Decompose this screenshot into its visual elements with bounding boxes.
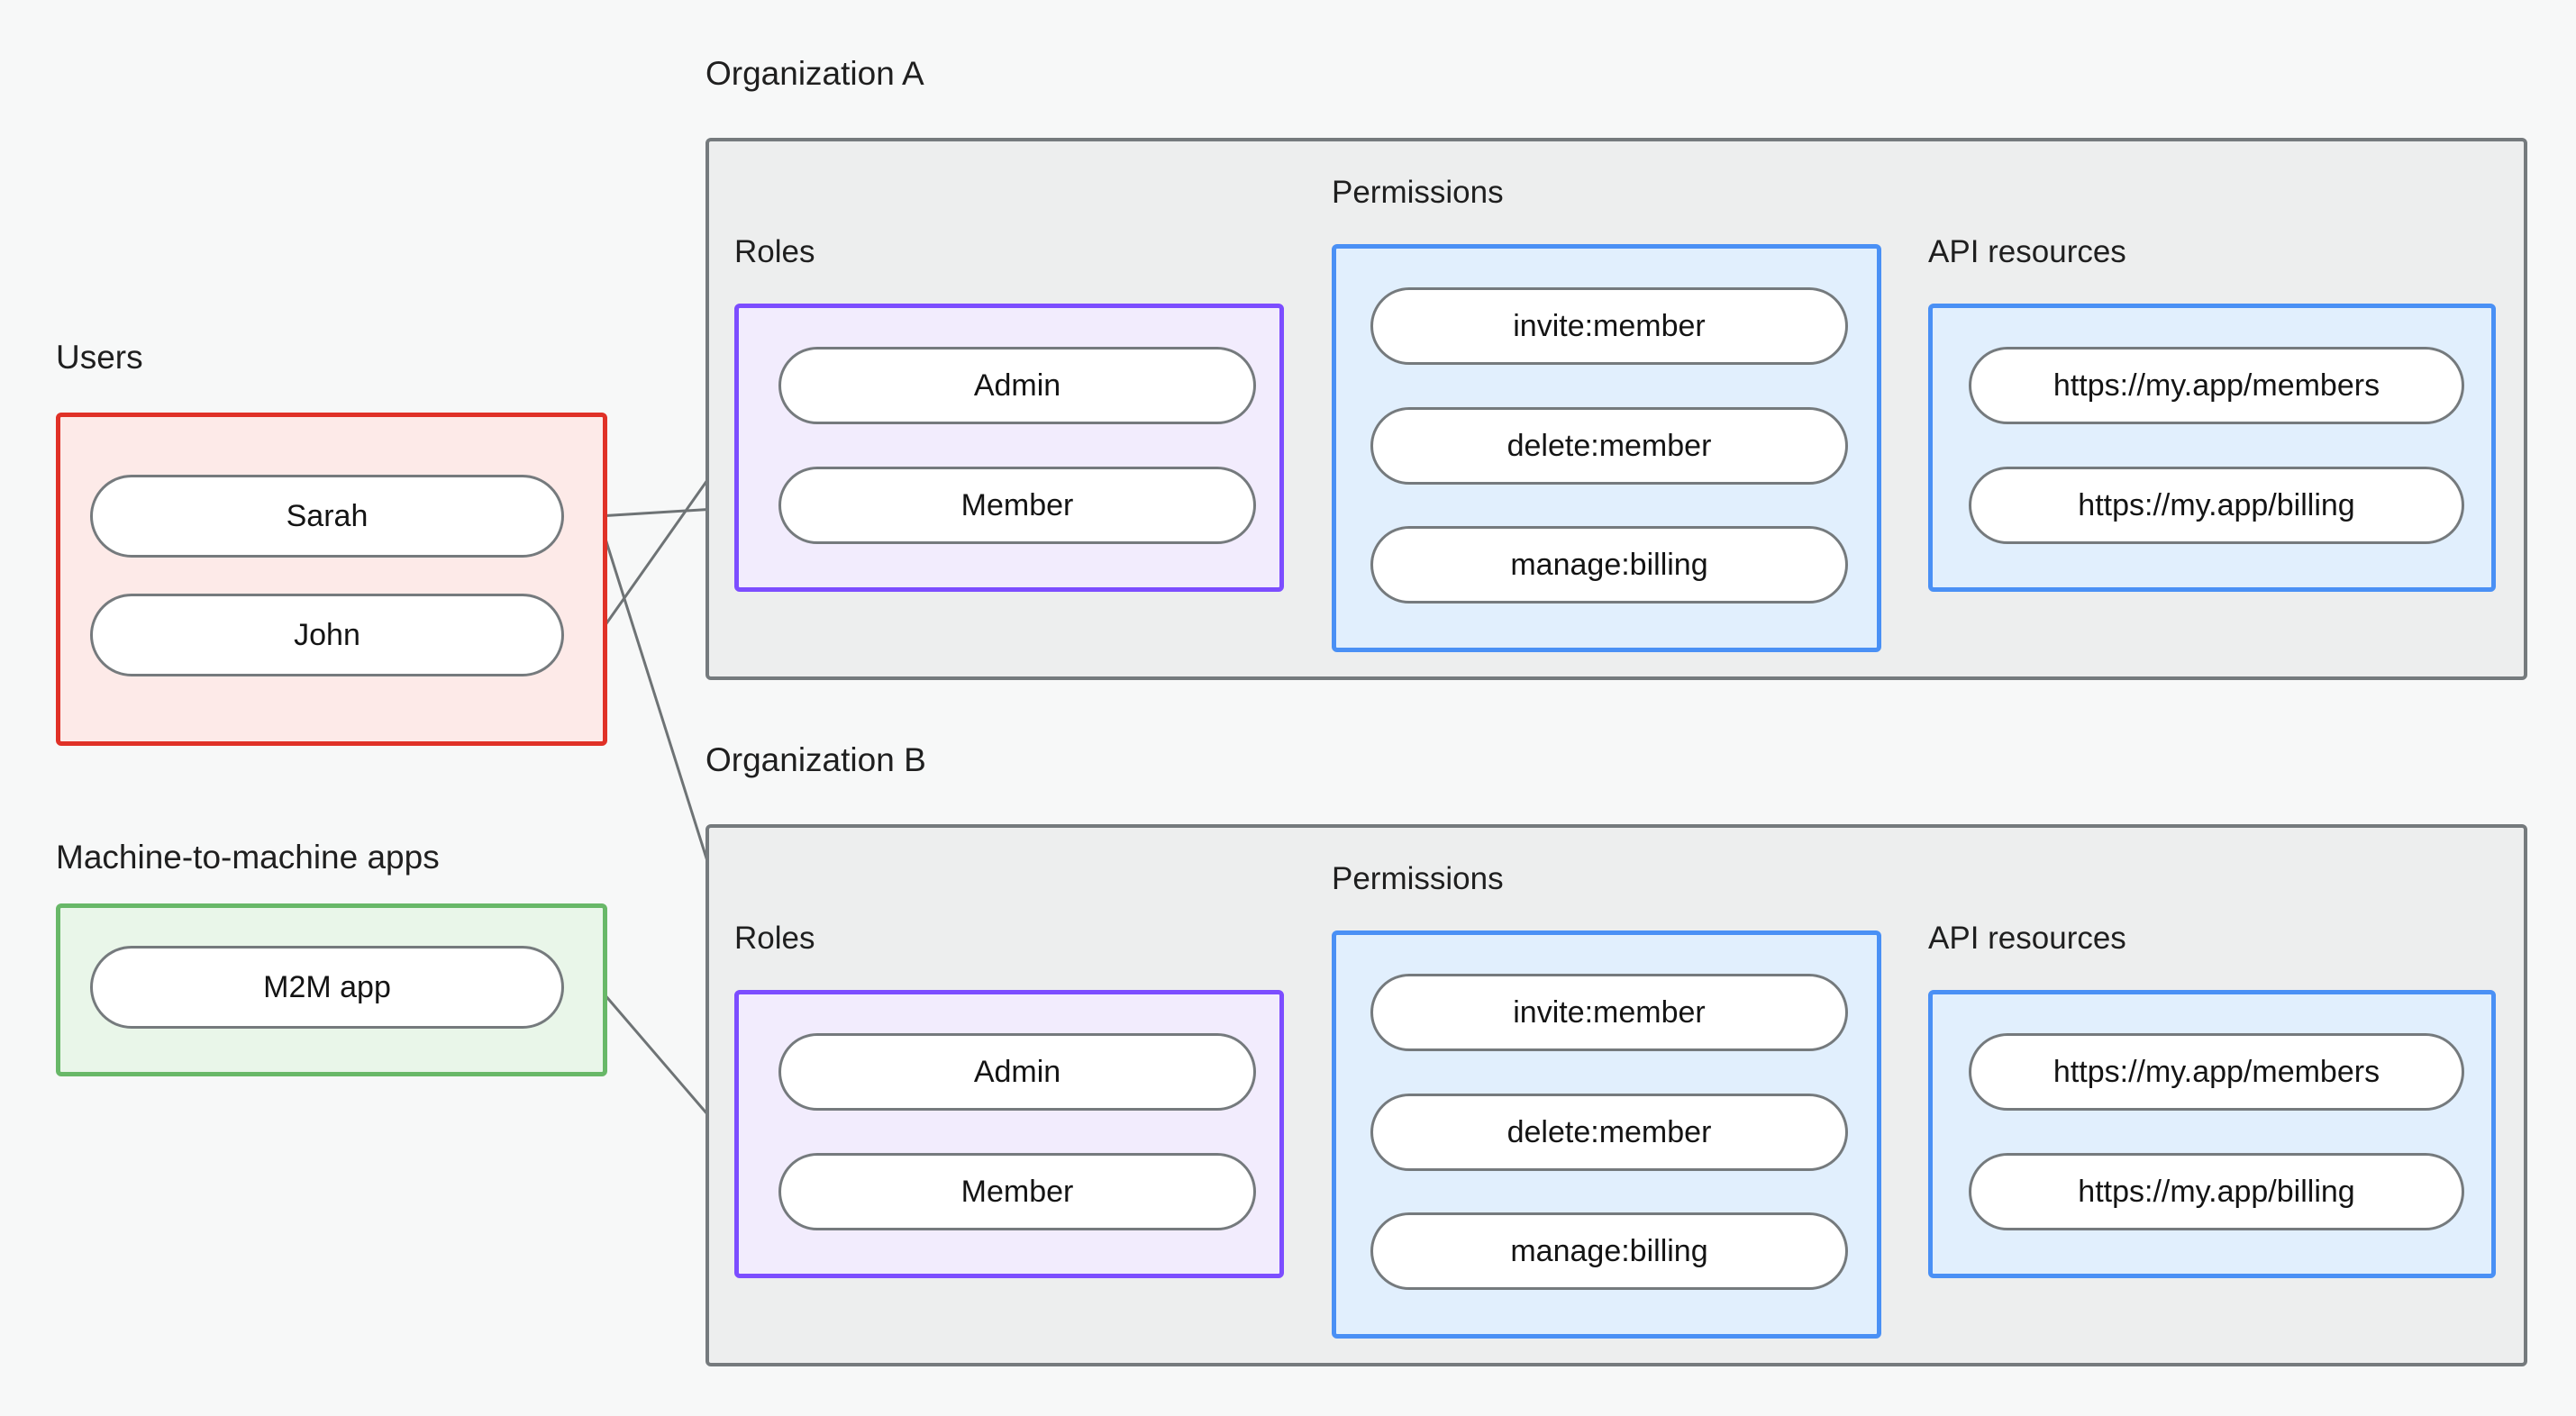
users-group-label: Users	[56, 339, 143, 376]
orgB-permission-manage-billing[interactable]: manage:billing	[1370, 1212, 1848, 1290]
orgB-api-resource-members[interactable]: https://my.app/members	[1969, 1033, 2464, 1111]
orgB-roles-label: Roles	[734, 921, 815, 956]
orgA-permission-invite-member[interactable]: invite:member	[1370, 287, 1848, 365]
orgA-roles-label: Roles	[734, 234, 815, 269]
user-node-sarah[interactable]: Sarah	[90, 475, 564, 558]
orgB-role-admin[interactable]: Admin	[778, 1033, 1256, 1111]
users-group-box	[56, 413, 607, 746]
orgA-role-admin[interactable]: Admin	[778, 347, 1256, 424]
orgA-api-resource-members[interactable]: https://my.app/members	[1969, 347, 2464, 424]
user-node-john[interactable]: John	[90, 594, 564, 676]
orgB-permission-invite-member[interactable]: invite:member	[1370, 974, 1848, 1051]
orgA-permission-delete-member[interactable]: delete:member	[1370, 407, 1848, 485]
orgB-permissions-label: Permissions	[1332, 861, 1504, 896]
orgA-api-resources-label: API resources	[1928, 234, 2126, 269]
orgA-permission-manage-billing[interactable]: manage:billing	[1370, 526, 1848, 604]
m2m-node-app[interactable]: M2M app	[90, 946, 564, 1029]
organization-a-label: Organization A	[705, 55, 924, 92]
m2m-group-label: Machine-to-machine apps	[56, 839, 440, 876]
organization-b-label: Organization B	[705, 741, 926, 778]
orgB-api-resources-label: API resources	[1928, 921, 2126, 956]
orgB-role-member[interactable]: Member	[778, 1153, 1256, 1230]
orgA-api-resource-billing[interactable]: https://my.app/billing	[1969, 467, 2464, 544]
orgA-role-member[interactable]: Member	[778, 467, 1256, 544]
orgB-api-resource-billing[interactable]: https://my.app/billing	[1969, 1153, 2464, 1230]
orgB-permission-delete-member[interactable]: delete:member	[1370, 1094, 1848, 1171]
orgA-permissions-label: Permissions	[1332, 175, 1504, 210]
